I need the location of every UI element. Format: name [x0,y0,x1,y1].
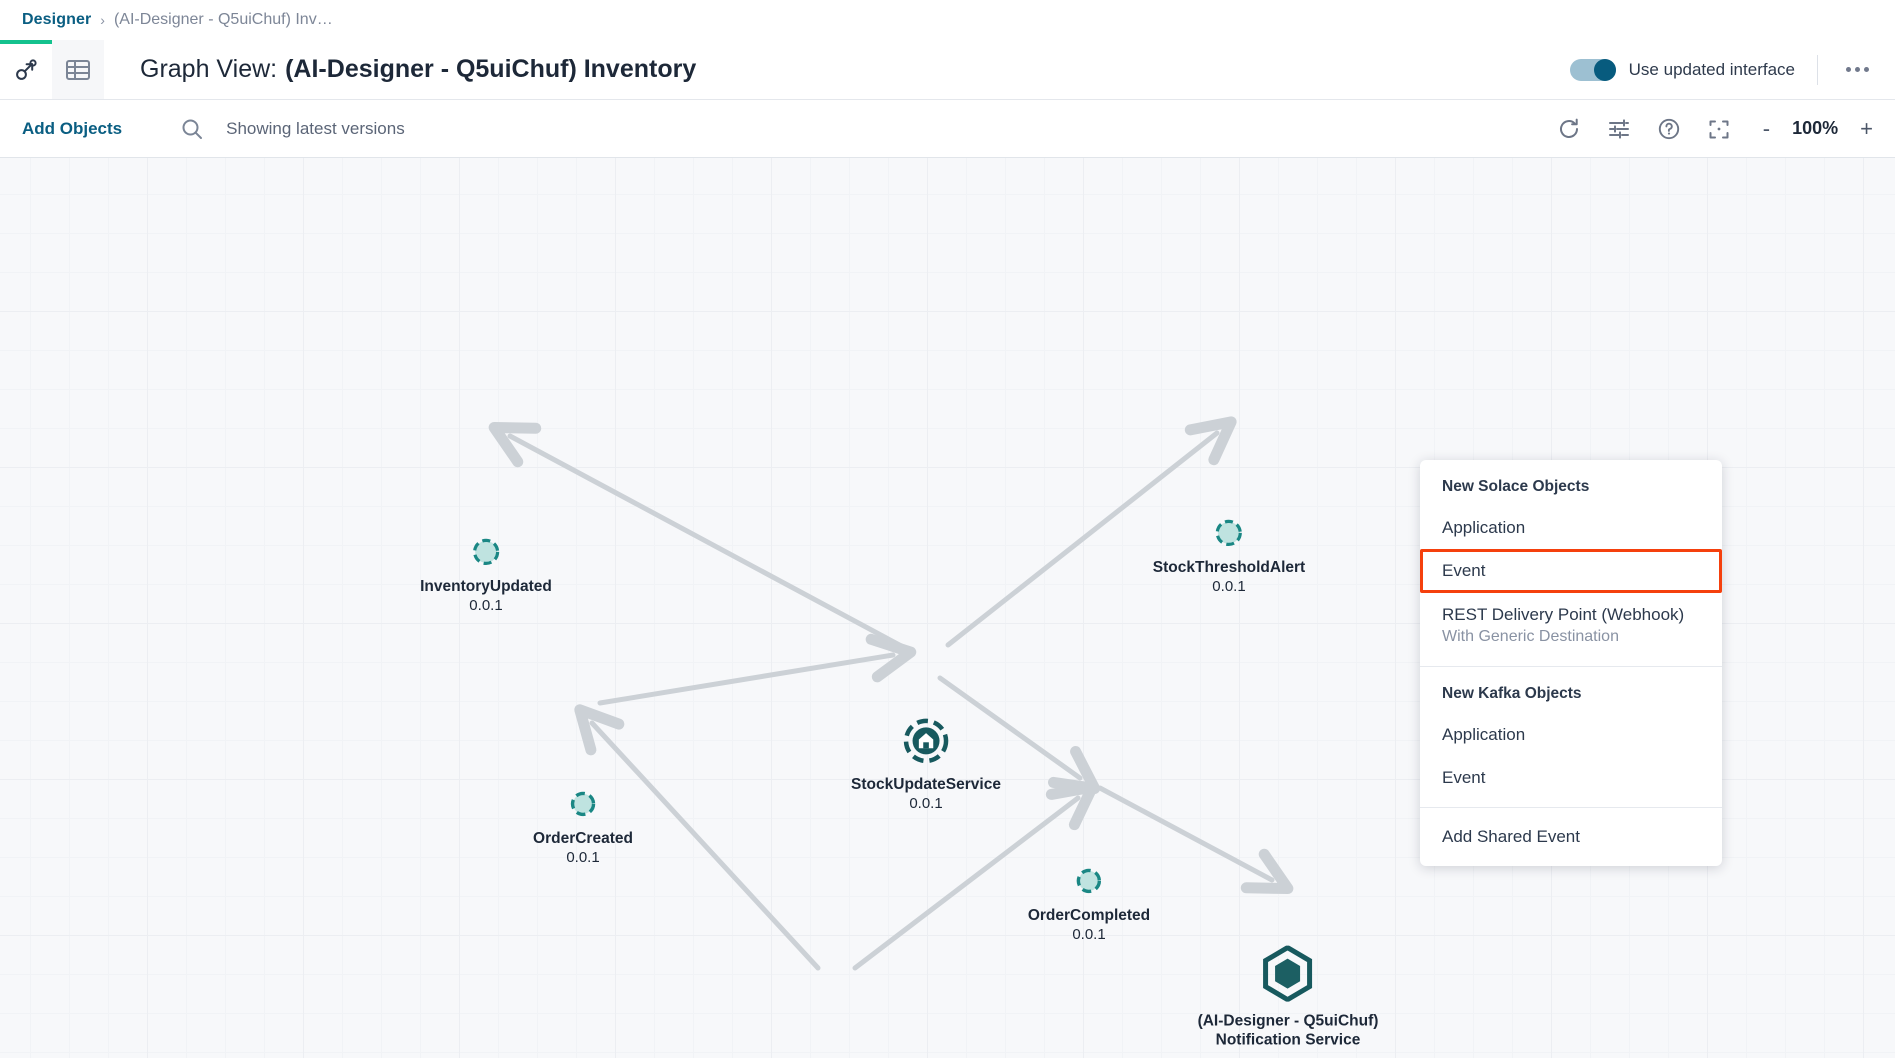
node-label-group: StockUpdateService 0.0.1 [851,776,1001,813]
menu-item-kafka-event[interactable]: Event [1442,768,1486,787]
page-title-main: (AI-Designer - Q5uiChuf) Inventory [285,55,697,83]
menu-item-sublabel: With Generic Destination [1442,627,1619,645]
menu-item-label: REST Delivery Point (Webhook) [1442,604,1685,624]
menu-divider [1420,807,1722,809]
node-version: 0.0.1 [1072,925,1106,943]
breadcrumb: Designer › (AI-Designer - Q5uiChuf) Inv… [0,0,1895,40]
event-node-icon [1074,866,1104,901]
page-title: Graph View: (AI-Designer - Q5uiChuf) Inv… [140,40,696,99]
node-label: StockThresholdAlert [1152,558,1306,576]
title-bar-actions: Use updated interface [1569,40,1895,99]
zoom-out-button[interactable]: - [1762,115,1771,141]
graph-view-tab[interactable] [0,40,52,99]
breadcrumb-current: (AI-Designer - Q5uiChuf) Inv… [113,11,333,28]
add-objects-button[interactable]: Add Objects [22,118,123,138]
node-label-group: InventoryUpdated 0.0.1 [420,578,552,615]
use-updated-interface-toggle[interactable] [1569,58,1616,81]
node-label: InventoryUpdated [420,577,552,595]
dot [1846,67,1851,72]
event-node-icon [471,537,501,572]
view-tabs [0,40,104,99]
menu-item-solace-event[interactable]: Event [1420,549,1722,593]
menu-section-heading-solace: New Solace Objects [1442,478,1590,495]
graph-canvas[interactable]: InventoryUpdated 0.0.1 StockThresholdAle… [0,158,1895,1058]
search-icon[interactable] [180,117,204,141]
graph-edges [488,416,1294,971]
table-icon [65,58,91,82]
node-label: OrderCompleted [1027,906,1151,924]
node-label-group: (AI-Designer - Q5uiChuf) Notification Se… [1198,1013,1379,1051]
dot [1855,67,1860,72]
breadcrumb-separator-icon: › [100,12,105,28]
node-label-group: StockThresholdAlert 0.0.1 [1153,559,1305,596]
fit-to-screen-icon[interactable] [1707,117,1731,141]
showing-latest-versions-label: Showing latest versions [226,118,405,138]
use-updated-interface-label: Use updated interface [1628,59,1795,79]
refresh-icon[interactable] [1557,117,1581,141]
node-version: 0.0.1 [909,794,943,812]
graph-node-notification-service[interactable]: (AI-Designer - Q5uiChuf) Notification Se… [1198,944,1379,1051]
node-label: OrderCreated [533,829,633,847]
hexagon-application-node-icon [1262,944,1314,1007]
application-home-node-icon [902,717,950,770]
node-label-line2: Notification Service [1215,1031,1361,1049]
node-label-group: OrderCreated 0.0.1 [533,830,633,867]
more-options-button[interactable] [1840,61,1875,78]
divider [1817,54,1818,85]
menu-item-kafka-application[interactable]: Application [1442,724,1526,744]
graph-node-stockupdateservice[interactable]: StockUpdateService 0.0.1 [851,717,1001,813]
graph-node-icon [13,57,39,83]
filter-settings-icon[interactable] [1607,117,1631,141]
help-circle-icon[interactable] [1657,117,1681,141]
node-label-group: OrderCompleted 0.0.1 [1028,907,1150,944]
zoom-in-button[interactable]: + [1860,115,1873,141]
graph-node-stockthresholdalert[interactable]: StockThresholdAlert 0.0.1 [1153,518,1305,596]
zoom-controls: - 100% + [1762,115,1873,141]
menu-item-solace-application[interactable]: Application [1442,518,1526,537]
add-objects-context-menu[interactable]: New Solace Objects Application Event RES… [1420,460,1722,866]
updated-interface-toggle-group: Use updated interface [1569,58,1795,81]
toolbar-right-actions: - 100% + [1557,117,1873,141]
event-node-icon [1214,518,1244,553]
graph-node-ordercreated[interactable]: OrderCreated 0.0.1 [533,789,633,867]
zoom-level-value: 100% [1792,118,1839,138]
menu-divider [1420,665,1722,667]
menu-section-heading-kafka: New Kafka Objects [1442,684,1582,702]
title-bar: Graph View: (AI-Designer - Q5uiChuf) Inv… [0,40,1895,100]
node-version: 0.0.1 [566,848,600,866]
event-node-icon [568,789,598,824]
node-label: StockUpdateService [851,775,1001,793]
graph-node-inventoryupdated[interactable]: InventoryUpdated 0.0.1 [420,537,552,615]
node-version: 0.0.1 [469,596,503,614]
menu-item-add-shared-event[interactable]: Add Shared Event [1442,827,1580,847]
menu-item-solace-rest-delivery-point[interactable]: REST Delivery Point (Webhook) With Gener… [1420,593,1722,658]
node-version: 0.0.1 [1212,577,1246,595]
breadcrumb-root-link[interactable]: Designer [22,11,92,28]
graph-toolbar: Add Objects Showing latest versions [0,100,1895,158]
graph-node-ordercompleted[interactable]: OrderCompleted 0.0.1 [1028,866,1150,944]
page-title-prefix: Graph View: [140,55,278,83]
menu-bottom-padding [1420,856,1722,866]
node-label: (AI-Designer - Q5uiChuf) [1197,1012,1379,1030]
table-view-tab[interactable] [52,40,104,99]
dot [1864,67,1869,72]
